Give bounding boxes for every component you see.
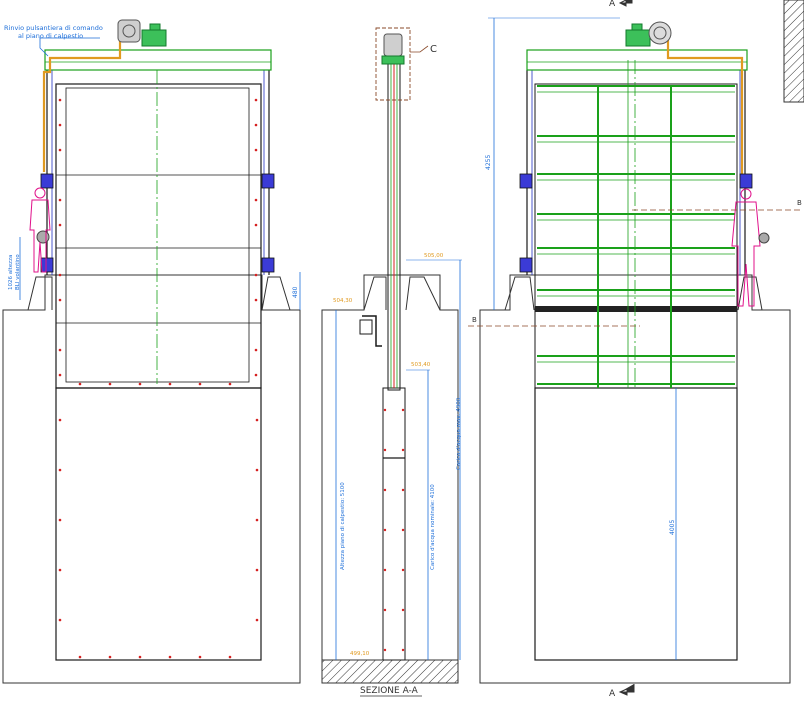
section-pier-right <box>405 276 441 311</box>
section-drive-base <box>381 55 405 65</box>
left-pier-left <box>27 276 53 311</box>
right-horizontal-beams-thin <box>537 91 735 363</box>
handwheel-height-label-1: 1026 altezza <box>8 255 14 290</box>
left-concrete-outline <box>2 274 301 684</box>
section-title: SEZIONE A-A <box>360 686 419 696</box>
section-walkway-bracket <box>362 315 382 347</box>
corner-hatch <box>783 0 804 103</box>
control-callout-leader <box>39 37 100 57</box>
control-callout-line2: al piano di calpestio <box>18 32 83 40</box>
section-a-label-top: A <box>609 0 616 9</box>
left-hydraulic-pipe <box>42 40 122 172</box>
left-bracket <box>261 173 275 189</box>
section-view <box>321 27 462 684</box>
operator-figure-left <box>29 187 51 273</box>
left-drive-unit <box>117 19 167 47</box>
right-top-beam <box>526 49 748 71</box>
section-a-arrow-bottom <box>618 684 635 696</box>
left-elevation-view <box>2 19 301 684</box>
section-bolts <box>383 408 405 652</box>
left-bracket <box>40 257 54 273</box>
right-horizontal-beams <box>537 85 735 385</box>
right-walkway <box>535 306 737 312</box>
right-drive-unit <box>625 21 672 47</box>
control-callout-line1: Rinvio pulsantiera di comando <box>4 24 103 32</box>
left-gate-leaf-inner <box>65 87 250 383</box>
section-a-arrow-top <box>618 0 633 7</box>
left-bracket <box>40 173 54 189</box>
right-bracket <box>519 173 533 189</box>
elev-bottom-label: 499,10 <box>350 651 370 657</box>
section-b-label-right: B <box>797 199 802 207</box>
left-pier-right <box>261 276 291 311</box>
right-gate-slot <box>534 387 738 661</box>
elev-water-label: 503,40 <box>411 362 431 368</box>
handwheel-height-label-2: BLI volantino <box>15 254 21 290</box>
right-handwheel-icon <box>758 232 770 244</box>
section-floor-hatch <box>321 659 459 684</box>
operator-figure-right <box>731 188 761 307</box>
gate-height-label: 4005 <box>669 520 676 535</box>
overall-height-label: 4255 <box>485 155 492 170</box>
right-bracket <box>739 173 753 189</box>
section-pier-left <box>363 276 387 311</box>
detail-c-leader <box>410 45 429 53</box>
right-elevation-view <box>468 0 804 684</box>
walkway-height-label: Altezza piano di calpestio: 5100 <box>340 482 346 570</box>
detail-c-box <box>375 27 411 101</box>
left-bolt-rows <box>58 98 259 659</box>
left-gate-slot <box>55 387 262 661</box>
detail-c-label: C <box>430 44 437 55</box>
right-pier-left <box>504 276 535 311</box>
section-b-label-left: B <box>472 316 477 324</box>
left-bracket <box>261 257 275 273</box>
right-pier-right <box>737 276 763 311</box>
elev-walkway-label: 504,30 <box>333 298 353 304</box>
elev-top-label: 505,00 <box>424 253 444 259</box>
right-hydraulic-pipe <box>666 38 744 176</box>
nominal-head-label: Carico d'acqua nominale: 4100 <box>430 484 436 570</box>
left-top-beam <box>44 49 272 71</box>
right-gate-leaf <box>534 83 738 389</box>
sill-height-label: 480 <box>292 286 299 298</box>
handwheel-icon <box>36 230 50 244</box>
section-walkway-pad <box>359 319 373 335</box>
left-gate-leaf <box>55 83 262 389</box>
max-head-label: Carico d'acqua max: 4900 <box>456 397 462 470</box>
section-drive <box>383 33 403 57</box>
right-bracket <box>519 257 533 273</box>
section-a-label-bottom: A <box>609 689 616 699</box>
right-vertical-stiffeners <box>597 86 672 388</box>
section-slot <box>382 387 406 661</box>
section-concrete-outline <box>321 274 459 684</box>
right-concrete-outline <box>479 274 791 684</box>
